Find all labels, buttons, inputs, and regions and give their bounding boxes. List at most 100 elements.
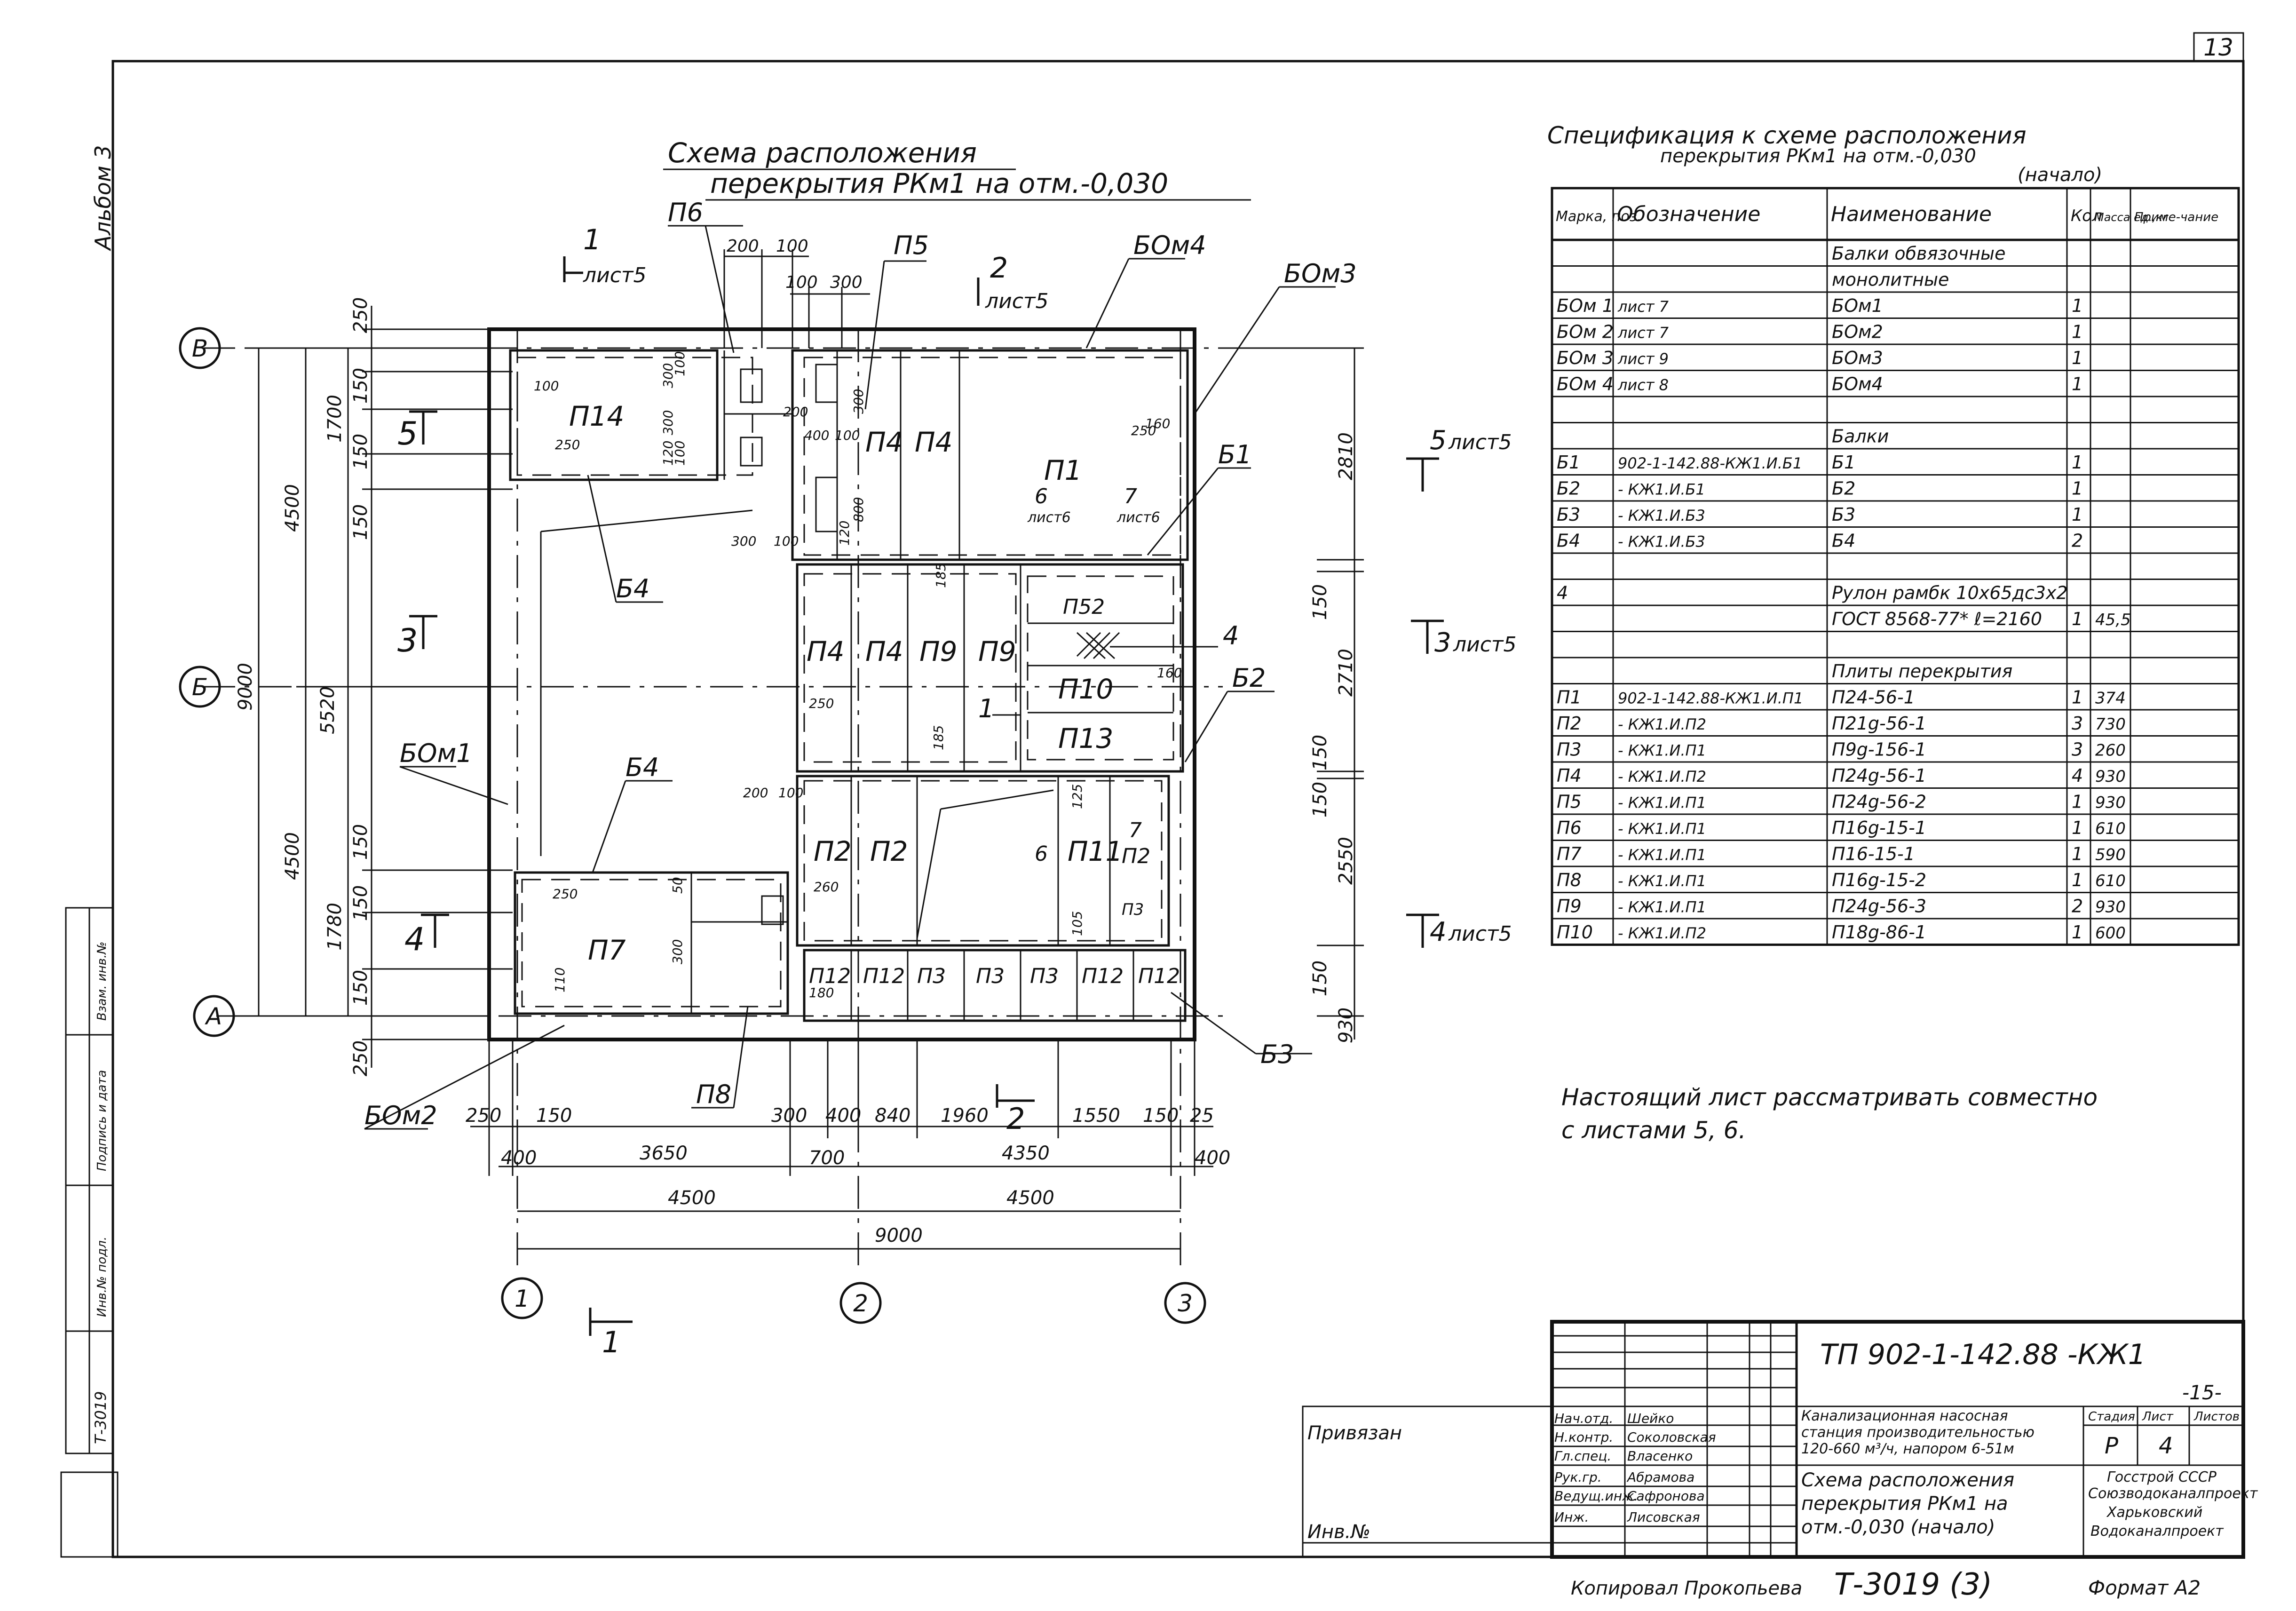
- axis-label-row: Б: [192, 674, 208, 701]
- spec-cell: - КЖ1.И.Б3: [1618, 507, 1705, 524]
- dim-label: 4350: [1002, 1143, 1050, 1164]
- spec-cell: П18g-86-1: [1832, 922, 1926, 943]
- dim-label: 100: [778, 785, 803, 801]
- bottom-dimension-lines: [470, 1040, 1213, 1250]
- dim-label: 180: [809, 985, 834, 1000]
- dim-label: 200: [783, 404, 808, 420]
- dim-label: 25: [1190, 1105, 1214, 1127]
- dim-label: 200: [743, 785, 768, 801]
- spec-cell: 902-1-142.88-КЖ1.И.Б1: [1618, 454, 1802, 472]
- spec-cell: 600: [2095, 924, 2126, 943]
- dim-label: 100: [776, 237, 808, 256]
- spec-cell: - КЖ1.И.П1: [1618, 898, 1706, 916]
- spec-cell: П9: [1557, 896, 1582, 917]
- spec-cell: 610: [2095, 872, 2126, 890]
- org-line: Госстрой СССР: [2107, 1469, 2217, 1485]
- dim-label: 300: [660, 410, 676, 435]
- spec-cell: П7: [1557, 844, 1582, 865]
- privyazan-label: Привязан: [1307, 1422, 1402, 1444]
- note-line2: с листами 5, 6.: [1561, 1117, 1746, 1144]
- spec-header-cell: Марка, поз.: [1556, 208, 1641, 225]
- dim-label: 800: [851, 497, 866, 522]
- left-strip-text: Взам. инв.№: [95, 942, 109, 1021]
- dim-label: 930: [1335, 1008, 1357, 1043]
- spec-cell: Б3: [1832, 504, 1855, 525]
- dim-label: 4500: [282, 832, 303, 880]
- marker-number: 6: [1035, 842, 1048, 866]
- left-strip-text: Инв.№ подл.: [95, 1237, 109, 1317]
- spec-cell: лист 8: [1617, 376, 1669, 394]
- dim-label: 185: [933, 563, 949, 588]
- dim-label: 4500: [282, 484, 303, 532]
- spec-cell: 1: [2072, 844, 2083, 865]
- dim-label: 1960: [941, 1105, 989, 1127]
- spec-cell: - КЖ1.И.П2: [1618, 768, 1706, 786]
- name: Абрамова: [1626, 1469, 1694, 1485]
- dim-label: 2810: [1335, 432, 1357, 480]
- section-mark-5: 5 лист5: [1406, 425, 1512, 492]
- axis-label-row: А: [205, 1003, 222, 1030]
- spec-cell: 590: [2095, 846, 2126, 865]
- axis-label-col: 2: [853, 1290, 868, 1317]
- callout-label: П6: [668, 198, 703, 227]
- name: Сафронова: [1627, 1488, 1705, 1504]
- dim-label: 150: [350, 970, 372, 1006]
- callout-label: П5: [894, 230, 929, 260]
- spec-cell: 930: [2095, 794, 2126, 812]
- spec-cell: БОм 2: [1557, 322, 1614, 342]
- dim-label: 150: [350, 824, 372, 860]
- org-line: Харьковский: [2106, 1504, 2202, 1521]
- spec-cell: 1: [2072, 452, 2083, 473]
- dim-label: 150: [1309, 735, 1331, 770]
- panel-label: П3: [1030, 964, 1059, 988]
- svg-text:1: 1: [583, 223, 601, 256]
- spec-cell: - КЖ1.И.П1: [1618, 872, 1706, 890]
- spec-cell: Балки обвязочные: [1832, 243, 2005, 264]
- panel-label: П3: [917, 964, 946, 988]
- dim-label: 300: [670, 939, 685, 964]
- callout-label: Б2: [1232, 663, 1266, 693]
- zone-middle: [796, 563, 1184, 773]
- axis-label-col: 3: [1178, 1290, 1193, 1317]
- axis-bubble-col: [501, 1277, 543, 1319]
- dim-label: 300: [731, 533, 756, 549]
- dim-label: 9000: [235, 663, 256, 711]
- spec-cell: - КЖ1.И.П1: [1618, 820, 1706, 838]
- callout-label: БОм2: [364, 1101, 437, 1130]
- name: Шейко: [1627, 1411, 1674, 1426]
- spec-cell: П4: [1557, 765, 1582, 786]
- dim-label: 100: [672, 441, 688, 466]
- archive-number: Т-3019 (3): [1834, 1567, 1992, 1602]
- dim-label: 150: [1309, 584, 1331, 620]
- panel-label: П12: [1082, 964, 1124, 988]
- left-strip-text: Подпись и дата: [95, 1070, 109, 1171]
- spec-cell: 4: [2072, 765, 2083, 786]
- inv-label: Инв.№: [1307, 1521, 1370, 1543]
- svg-text:5: 5: [397, 415, 418, 452]
- dim-label: 300: [660, 363, 676, 388]
- name: Власенко: [1627, 1448, 1693, 1464]
- panel-label: П4: [807, 635, 845, 667]
- spec-cell: 45,5: [2095, 611, 2131, 629]
- spec-table-grid: [1551, 187, 2240, 946]
- spec-cell: Б4: [1832, 531, 1855, 551]
- spec-cell: БОм1: [1832, 295, 1883, 316]
- svg-text:лист5: лист5: [583, 263, 647, 287]
- dim-label: 250: [350, 297, 372, 333]
- spec-cell: 1: [2072, 792, 2083, 812]
- spec-cell: П24-56-1: [1832, 687, 1915, 708]
- dim-label: 400: [804, 428, 829, 443]
- spec-cell: П8: [1557, 870, 1582, 890]
- spec-cell: - КЖ1.И.П2: [1618, 924, 1706, 942]
- dim-label: 110: [552, 968, 568, 992]
- drawing-line: отм.-0,030 (начало): [1801, 1516, 1995, 1538]
- svg-text:лист5: лист5: [985, 289, 1049, 313]
- spec-cell: 1: [2072, 609, 2083, 629]
- page-number: 13: [2203, 34, 2233, 61]
- callout-label: БОм1: [400, 738, 473, 768]
- dim-label: 400: [1195, 1147, 1230, 1169]
- paper-format: Формат А2: [2088, 1576, 2201, 1599]
- spec-header-cell: Обозначение: [1617, 202, 1760, 226]
- dim-label: 250: [809, 696, 834, 711]
- spec-cell: 2: [2072, 531, 2083, 551]
